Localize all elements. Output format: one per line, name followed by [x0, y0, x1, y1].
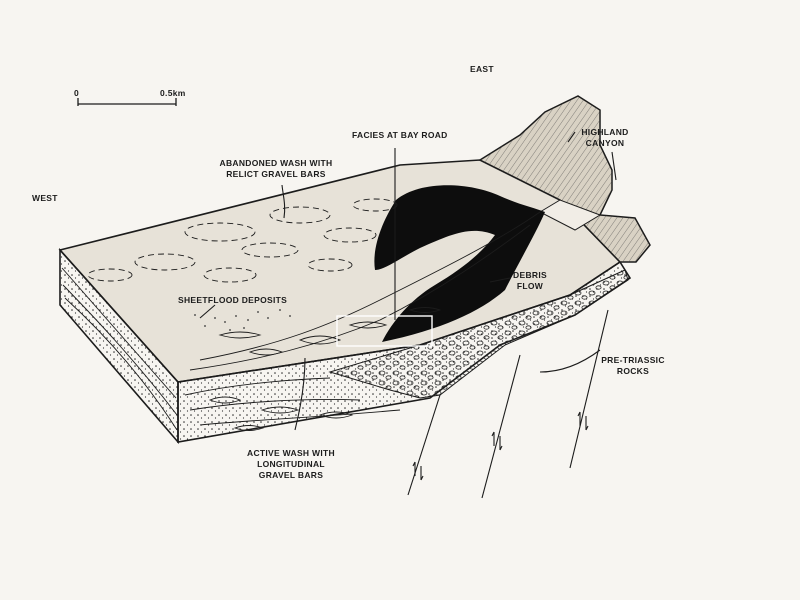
pre-triassic-line2: ROCKS	[616, 366, 650, 376]
front-face-strata	[61, 267, 178, 431]
facies-box	[336, 315, 433, 347]
active-wash-line3: GRAVEL BARS	[258, 470, 324, 480]
debris-flow-line1: DEBRIS	[513, 270, 547, 280]
debris-flow-line2: FLOW	[516, 281, 544, 291]
leader-lines	[199, 131, 617, 431]
scale-bar	[77, 98, 177, 106]
west-label: WEST	[32, 193, 58, 203]
active-wash-label: ACTIVE WASH WITH LONGITUDINAL GRAVEL BAR…	[236, 448, 346, 481]
pre-triassic-line1: PRE-TRIASSIC	[601, 355, 665, 365]
canyon-mouth	[538, 199, 602, 231]
facies-label: FACIES AT BAY ROAD	[352, 130, 448, 140]
abandoned-wash-line1: ABANDONED WASH WITH	[219, 158, 333, 168]
highland-canyon-line1: HIGHLAND	[581, 127, 629, 137]
gravel-wedge	[328, 269, 629, 399]
highland-canyon-label: HIGHLAND CANYON	[570, 127, 640, 149]
scale-end-label: 0.5km	[160, 88, 186, 98]
abandoned-wash-line2: RELICT GRAVEL BARS	[226, 169, 326, 179]
east-label: EAST	[470, 64, 494, 74]
highland-canyon-line2: CANYON	[585, 138, 625, 148]
faults	[407, 309, 609, 499]
debris-flow	[374, 185, 545, 342]
sheetflood-label: SHEETFLOOD DEPOSITS	[178, 295, 288, 305]
sheetflood-stipple	[194, 309, 291, 331]
cliff-hatching	[480, 96, 650, 262]
pre-triassic-label: PRE-TRIASSIC ROCKS	[590, 355, 676, 377]
active-wash-line1: ACTIVE WASH WITH	[247, 448, 335, 458]
relict-gravel-bars	[87, 198, 398, 283]
debris-flow-label: DEBRIS FLOW	[510, 270, 550, 292]
scale-zero-label: 0	[74, 88, 80, 98]
active-wash-line2: LONGITUDINAL	[257, 459, 325, 469]
abandoned-wash-label: ABANDONED WASH WITH RELICT GRAVEL BARS	[196, 158, 356, 180]
side-face-lenses	[184, 377, 401, 431]
active-wash-channels	[189, 211, 541, 371]
